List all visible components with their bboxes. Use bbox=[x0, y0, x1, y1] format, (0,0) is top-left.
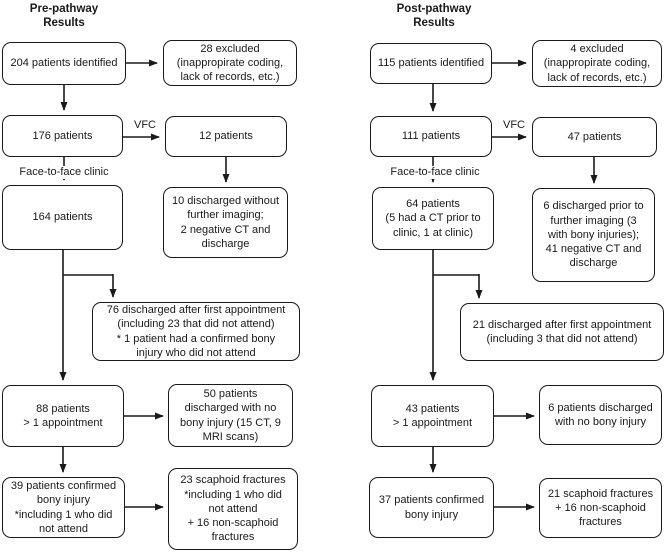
pre-patients-identified-box: 204 patients identified bbox=[2, 42, 126, 85]
post-face-to-face-patients-box: 64 patients (5 had a CT prior to clinic,… bbox=[372, 187, 494, 250]
post-discharged-first-appointment-box: 21 discharged after first appointment (i… bbox=[460, 303, 664, 361]
pre-pathway-title: Pre-pathway Results bbox=[29, 3, 99, 29]
pre-fractures-box: 23 scaphoid fractures *including 1 who d… bbox=[168, 468, 298, 550]
pre-vfc-outcome-box: 10 discharged without further imaging; 2… bbox=[163, 187, 288, 258]
post-excluded-box: 4 excluded (inappropirate coding, lack o… bbox=[532, 40, 662, 87]
pre-discharged-first-appointment-box: 76 discharged after first appointment (i… bbox=[92, 302, 300, 361]
post-vfc-arrow-label: VFC bbox=[499, 119, 529, 132]
pre-no-bony-injury-box: 50 patients discharged with no bony inju… bbox=[168, 384, 293, 447]
post-patients-identified-box: 115 patients identified bbox=[370, 43, 492, 84]
post-vfc-outcome-box: 6 discharged prior to further imaging (3… bbox=[532, 188, 655, 282]
pre-face-to-face-arrow-label: Face-to-face clinic bbox=[14, 166, 114, 179]
pre-vfc-arrow-label: VFC bbox=[130, 119, 160, 132]
pre-176-patients-box: 176 patients bbox=[2, 115, 123, 157]
post-confirmed-injury-box: 37 patients confirmed bony injury bbox=[369, 477, 494, 538]
post-multi-appointment-box: 43 patients > 1 appointment bbox=[371, 385, 494, 447]
pre-multi-appointment-box: 88 patients > 1 appointment bbox=[2, 385, 124, 447]
post-111-patients-box: 111 patients bbox=[370, 116, 492, 157]
post-fractures-box: 21 scaphoid fractures + 16 non-scaphoid … bbox=[539, 478, 662, 538]
post-face-to-face-arrow-label: Face-to-face clinic bbox=[385, 166, 485, 179]
post-no-bony-injury-box: 6 patients discharged with no bony injur… bbox=[539, 385, 662, 445]
pre-vfc-patients-box: 12 patients bbox=[165, 116, 287, 157]
post-vfc-patients-box: 47 patients bbox=[532, 117, 657, 157]
pre-excluded-box: 28 excluded (inappropirate coding, lack … bbox=[163, 40, 297, 86]
pre-face-to-face-patients-box: 164 patients bbox=[2, 185, 123, 250]
pre-confirmed-injury-box: 39 patients confirmed bony injury *inclu… bbox=[2, 477, 125, 538]
post-pathway-title: Post-pathway Results bbox=[396, 3, 472, 29]
